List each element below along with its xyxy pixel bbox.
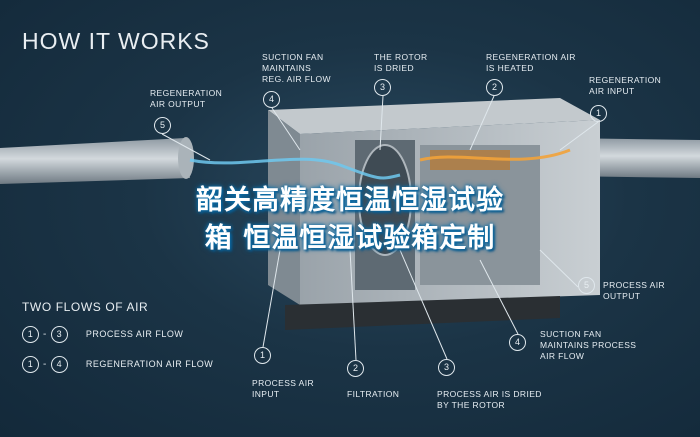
callout-label-filtration: FILTRATION (347, 389, 400, 399)
callout-label-suction-fan-reg: SUCTION FAN MAINTAINS REG. AIR FLOW (262, 52, 331, 84)
callout-badge-suction-fan-reg: 4 (263, 91, 280, 108)
legend-badge-to: 4 (50, 355, 68, 373)
legend-dash: - (43, 358, 47, 370)
callout-badge-filtration: 2 (347, 360, 364, 377)
callout-label-regeneration-air-input: REGENERATION AIR INPUT (589, 75, 662, 96)
rotor-wheel (358, 144, 412, 256)
callout-badge-rotor-dried: 3 (374, 79, 391, 96)
callout-badge-process-air-dried: 3 (438, 359, 455, 376)
callout-label-suction-fan-process: SUCTION FAN MAINTAINS PROCESS AIR FLOW (540, 329, 637, 361)
callout-label-process-air-dried: PROCESS AIR IS DRIED BY THE ROTOR (437, 389, 542, 410)
legend-row-process-air-flow: 1 - 3 PROCESS AIR FLOW (22, 324, 183, 344)
legend-badge-from: 1 (22, 355, 39, 373)
legend-badge-from: 1 (22, 325, 39, 343)
legend-row-regeneration-air-flow: 1 - 4 REGENERATION AIR FLOW (22, 354, 213, 374)
cool-air-flow (189, 157, 401, 180)
callout-badge-suction-fan-process: 4 (509, 334, 526, 351)
callout-badge-process-air-input: 1 (254, 347, 271, 364)
left-duct-mouth (178, 137, 194, 179)
callout-label-process-air-output: PROCESS AIR OUTPUT (603, 280, 666, 301)
legend-label-process-air-flow: PROCESS AIR FLOW (85, 329, 184, 339)
callout-badge-regeneration-air-input: 1 (590, 105, 607, 122)
callout-badge-process-air-output: 5 (578, 277, 595, 294)
overlay-title-line-2: 箱 恒温恒湿试验箱定制 (204, 223, 496, 254)
legend-title: TWO FLOWS OF AIR (22, 300, 149, 314)
legend-dash: - (43, 328, 47, 340)
warm-air-flow (419, 148, 571, 162)
callout-label-regeneration-air-heated: REGENERATION AIR IS HEATED (486, 52, 576, 73)
callout-badge-regeneration-air-output: 5 (154, 117, 171, 134)
callout-label-regeneration-air-output: REGENERATION AIR OUTPUT (150, 88, 223, 109)
left-duct (0, 138, 190, 184)
housing-top (268, 98, 600, 134)
callout-badge-regeneration-air-heated: 2 (486, 79, 503, 96)
overlay-title-line-1: 韶关高精度恒温恒湿试验 (196, 185, 504, 216)
leader-lines (161, 95, 599, 361)
legend-label-regeneration-air-flow: REGENERATION AIR FLOW (85, 359, 214, 369)
callout-label-process-air-input: PROCESS AIR INPUT (252, 378, 315, 399)
legend-badge-to: 3 (50, 325, 68, 343)
heater-element (430, 150, 510, 170)
page-title: HOW IT WORKS (22, 28, 210, 54)
callout-label-rotor-dried: THE ROTOR IS DRIED (374, 52, 428, 73)
